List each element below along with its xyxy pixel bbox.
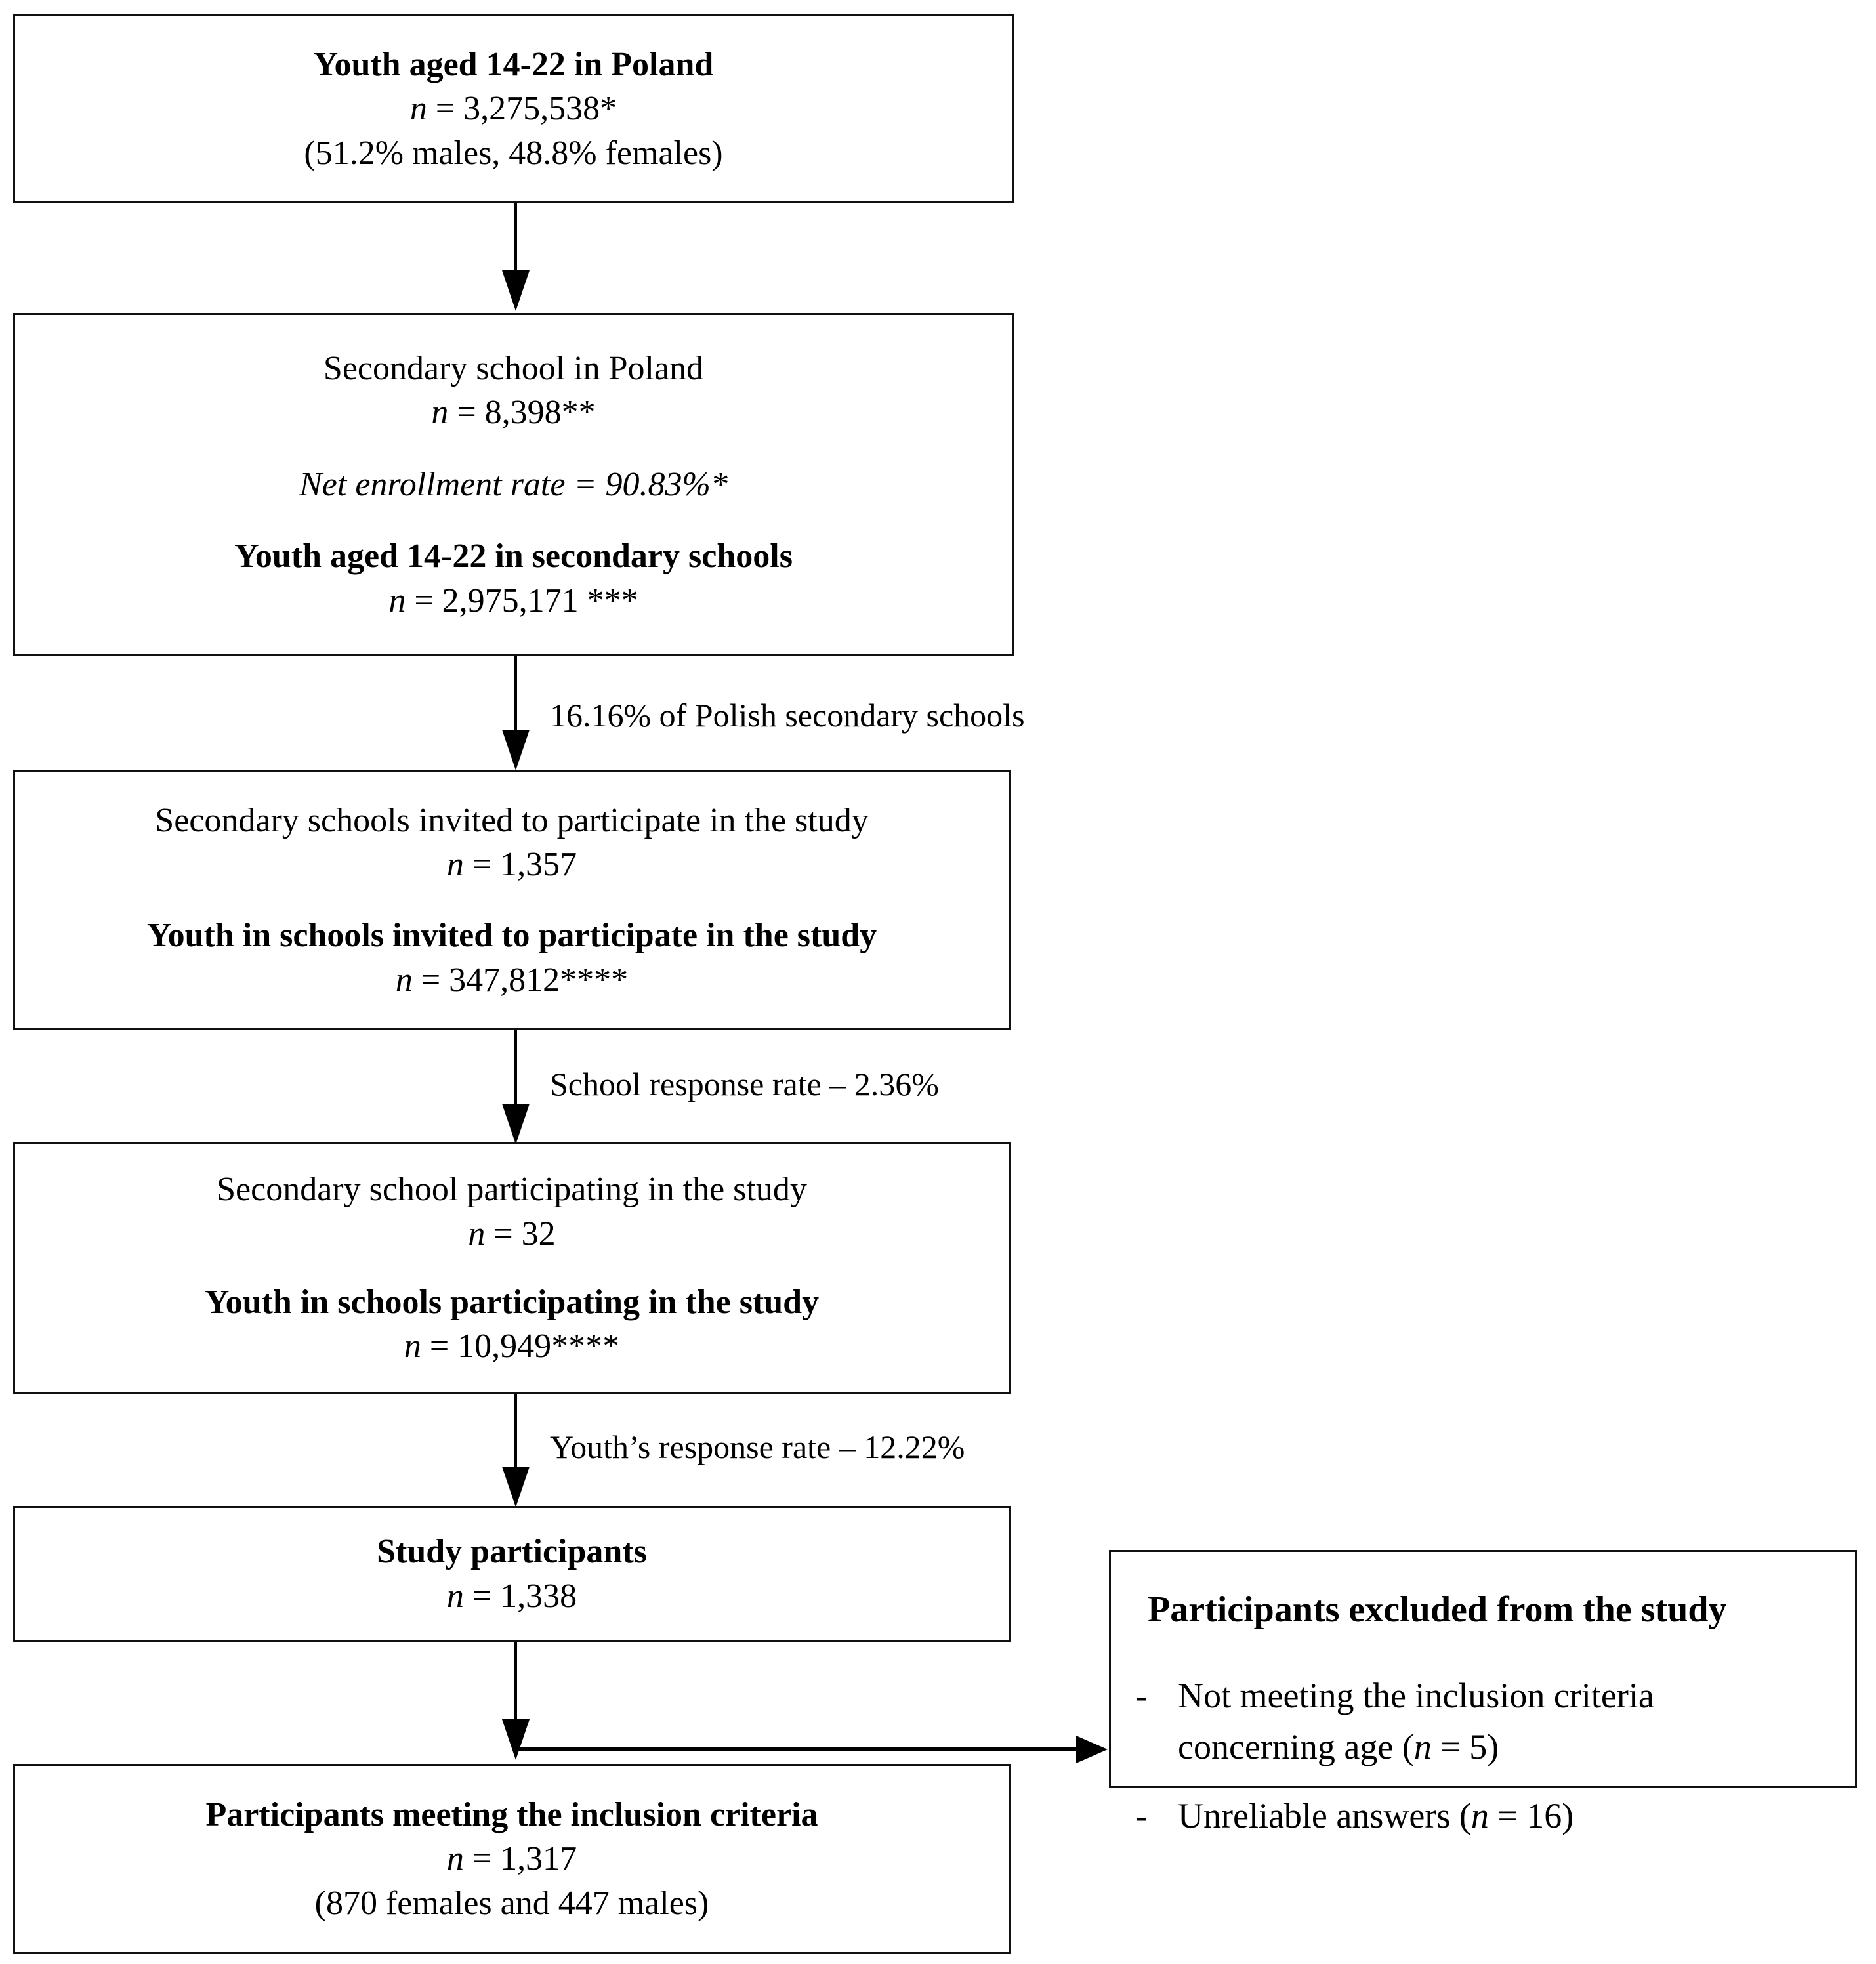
node-secondary-school: Secondary school in Poland n = 8,398** N… — [13, 313, 1014, 656]
node-study-participants: Study participants n = 1,338 — [13, 1506, 1011, 1642]
node-schools-invited-line-1: Secondary schools invited to participate… — [155, 801, 869, 839]
node-schools-participating-line-4: n = 10,949**** — [404, 1327, 620, 1366]
node-secondary-school-enrollment-rate: Net enrollment rate = 90.83%* — [299, 465, 728, 503]
arrowhead-study-participants-to-exclusion — [1076, 1736, 1108, 1763]
node-participants-included-line-3: (870 females and 447 males) — [314, 1884, 709, 1922]
arrowhead-schools-participating-to-study-participants — [502, 1467, 530, 1507]
node-participants-excluded: Participants excluded from the study - N… — [1109, 1550, 1857, 1835]
exclusion-list-item: - Not meeting the inclusion criteria con… — [1136, 1670, 1826, 1773]
connector-secondary-school-to-schools-invited — [514, 656, 517, 735]
node-study-participants-line-2: n = 1,338 — [446, 1577, 577, 1615]
connector-schools-participating-to-study-participants — [514, 1394, 517, 1472]
node-schools-invited-line-3: Youth in schools invited to participate … — [146, 916, 877, 954]
connector-study-participants-to-included — [514, 1642, 517, 1723]
arrowhead-schools-invited-to-schools-participating — [502, 1104, 530, 1144]
exclusion-item-1-line-1: Not meeting the inclusion criteria — [1178, 1676, 1654, 1715]
edge-label-school-response-rate: School response rate – 2.36% — [550, 1066, 939, 1102]
node-schools-participating-line-1: Secondary school participating in the st… — [217, 1171, 807, 1209]
exclusion-item-text: Not meeting the inclusion criteria conce… — [1178, 1670, 1826, 1773]
edge-label-schools-percentage: 16.16% of Polish secondary schools — [550, 697, 1025, 734]
edge-label-youth-response-rate: Youth’s response rate – 12.22% — [550, 1429, 965, 1465]
connector-population-to-secondary-school — [514, 203, 517, 276]
node-population-line-3: (51.2% males, 48.8% females) — [304, 134, 723, 172]
exclusion-item-2-line-1: Unreliable answers (n = 16) — [1178, 1795, 1574, 1835]
exclusion-title: Participants excluded from the study — [1148, 1589, 1727, 1630]
node-schools-participating-line-2: n = 32 — [468, 1215, 556, 1253]
node-participants-included: Participants meeting the inclusion crite… — [13, 1764, 1011, 1954]
arrowhead-secondary-school-to-schools-invited — [502, 730, 530, 770]
connector-schools-invited-to-schools-participating — [514, 1030, 517, 1109]
arrowhead-population-to-secondary-school — [502, 270, 530, 311]
node-schools-invited: Secondary schools invited to participate… — [13, 770, 1011, 1030]
node-population: Youth aged 14-22 in Poland n = 3,275,538… — [13, 14, 1014, 203]
node-secondary-school-line-2: n = 8,398** — [431, 394, 596, 432]
node-secondary-school-line-1: Secondary school in Poland — [323, 349, 704, 387]
node-schools-participating-line-3: Youth in schools participating in the st… — [204, 1283, 820, 1321]
node-schools-participating: Secondary school participating in the st… — [13, 1142, 1011, 1394]
exclusion-list-item: - Unreliable answers (n = 16) — [1136, 1790, 1826, 1841]
exclusion-item-text: Unreliable answers (n = 16) — [1178, 1790, 1826, 1841]
node-secondary-school-line-4: Youth aged 14-22 in secondary schools — [234, 537, 793, 575]
bullet-dash-icon: - — [1136, 1676, 1148, 1715]
node-participants-included-line-2: n = 1,317 — [446, 1840, 577, 1878]
node-participants-included-line-1: Participants meeting the inclusion crite… — [205, 1795, 818, 1833]
arrowhead-study-participants-to-included — [502, 1719, 530, 1760]
bullet-dash-icon: - — [1136, 1795, 1148, 1835]
node-schools-invited-line-2: n = 1,357 — [446, 846, 577, 884]
exclusion-item-1-line-2: concerning age (n = 5) — [1178, 1727, 1499, 1767]
node-schools-invited-line-4: n = 347,812**** — [395, 961, 629, 999]
node-study-participants-line-1: Study participants — [377, 1533, 647, 1571]
connector-study-participants-to-exclusion — [514, 1747, 1077, 1751]
node-population-line-2: n = 3,275,538* — [409, 90, 617, 128]
node-secondary-school-line-5: n = 2,975,171 *** — [388, 581, 638, 619]
node-population-line-1: Youth aged 14-22 in Poland — [313, 45, 714, 83]
